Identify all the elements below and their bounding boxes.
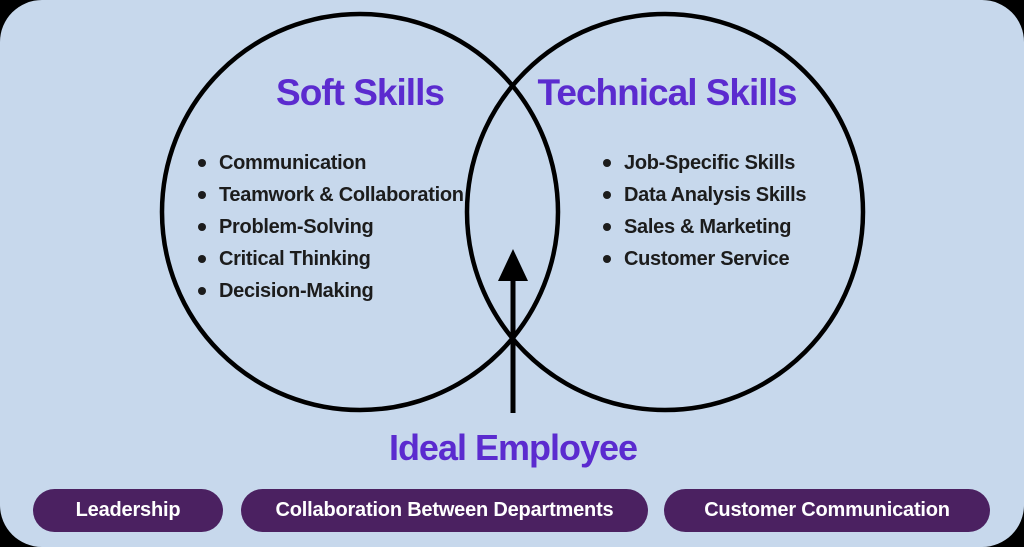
- list-item-label: Customer Service: [624, 247, 790, 270]
- soft-skills-list: Communication Teamwork & Collaboration P…: [198, 147, 464, 307]
- list-item-label: Job-Specific Skills: [624, 151, 796, 174]
- technical-skills-circle: [464, 11, 866, 413]
- list-item: Sales & Marketing: [603, 211, 806, 243]
- bullet-icon: [198, 159, 206, 167]
- list-item-label: Communication: [219, 151, 367, 174]
- list-item: Problem-Solving: [198, 211, 464, 243]
- list-item-label: Teamwork & Collaboration: [219, 183, 464, 206]
- bullet-icon: [198, 191, 206, 199]
- technical-skills-list: Job-Specific Skills Data Analysis Skills…: [603, 147, 807, 275]
- bullet-icon: [198, 287, 206, 295]
- bullet-icon: [603, 191, 611, 199]
- ideal-employee-arrowhead-icon: [498, 249, 528, 281]
- tag-customer-communication: Customer Communication: [664, 489, 990, 532]
- bullet-icon: [198, 223, 206, 231]
- tag-collaboration-between-departments: Collaboration Between Departments: [241, 489, 648, 532]
- list-item: Decision-Making: [198, 275, 464, 307]
- list-item: Critical Thinking: [198, 243, 464, 275]
- list-item: Customer Service: [603, 243, 806, 275]
- list-item-label: Problem-Solving: [219, 215, 374, 238]
- soft-skills-circle: [159, 11, 561, 413]
- soft-skills-title: Soft Skills: [276, 72, 445, 113]
- bullet-icon: [603, 255, 611, 263]
- list-item-label: Data Analysis Skills: [624, 183, 807, 206]
- list-item: Communication: [198, 147, 464, 179]
- bullet-icon: [198, 255, 206, 263]
- technical-skills-title: Technical Skills: [537, 72, 798, 113]
- list-item-label: Critical Thinking: [219, 247, 371, 270]
- tag-leadership: Leadership: [33, 489, 223, 532]
- ideal-employee-label: Ideal Employee: [388, 427, 638, 468]
- list-item: Job-Specific Skills: [603, 147, 806, 179]
- list-item-label: Sales & Marketing: [624, 215, 792, 238]
- bullet-icon: [603, 159, 611, 167]
- list-item-label: Decision-Making: [219, 279, 374, 302]
- list-item: Teamwork & Collaboration: [198, 179, 464, 211]
- list-item: Data Analysis Skills: [603, 179, 807, 211]
- bullet-icon: [603, 223, 611, 231]
